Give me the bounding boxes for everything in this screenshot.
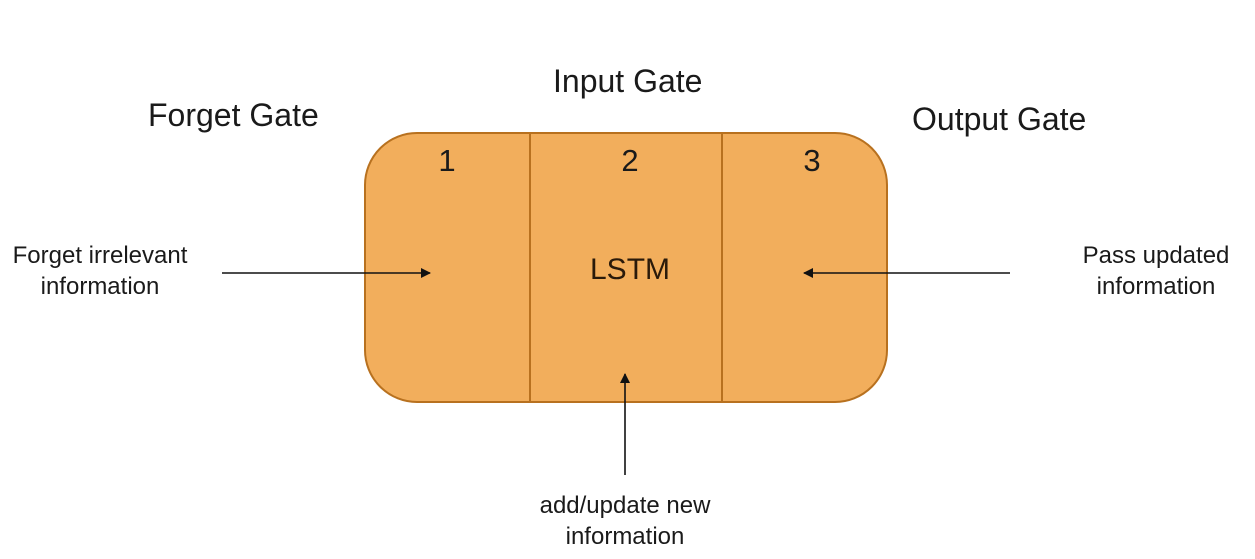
forget-gate-title: Forget Gate [148,97,319,133]
input-note-line-2: information [565,523,685,550]
input-note: add/update new information [515,490,735,552]
output-note-line-2: information [1096,273,1216,300]
section-number-3: 3 [803,143,821,178]
output-note-line-1: Pass updated [1082,242,1230,269]
lstm-label: LSTM [590,253,671,286]
forget-note-line-2: information [40,273,160,300]
lstm-cell-box [364,132,888,403]
section-number-1: 1 [438,143,456,178]
output-note: Pass updated information [1060,240,1252,302]
forget-note: Forget irrelevant information [0,240,200,302]
forget-note-line-1: Forget irrelevant [12,242,188,269]
input-gate-title: Input Gate [553,63,703,99]
section-number-2: 2 [621,143,639,178]
input-note-line-1: add/update new [539,492,711,519]
output-gate-title: Output Gate [912,101,1087,137]
